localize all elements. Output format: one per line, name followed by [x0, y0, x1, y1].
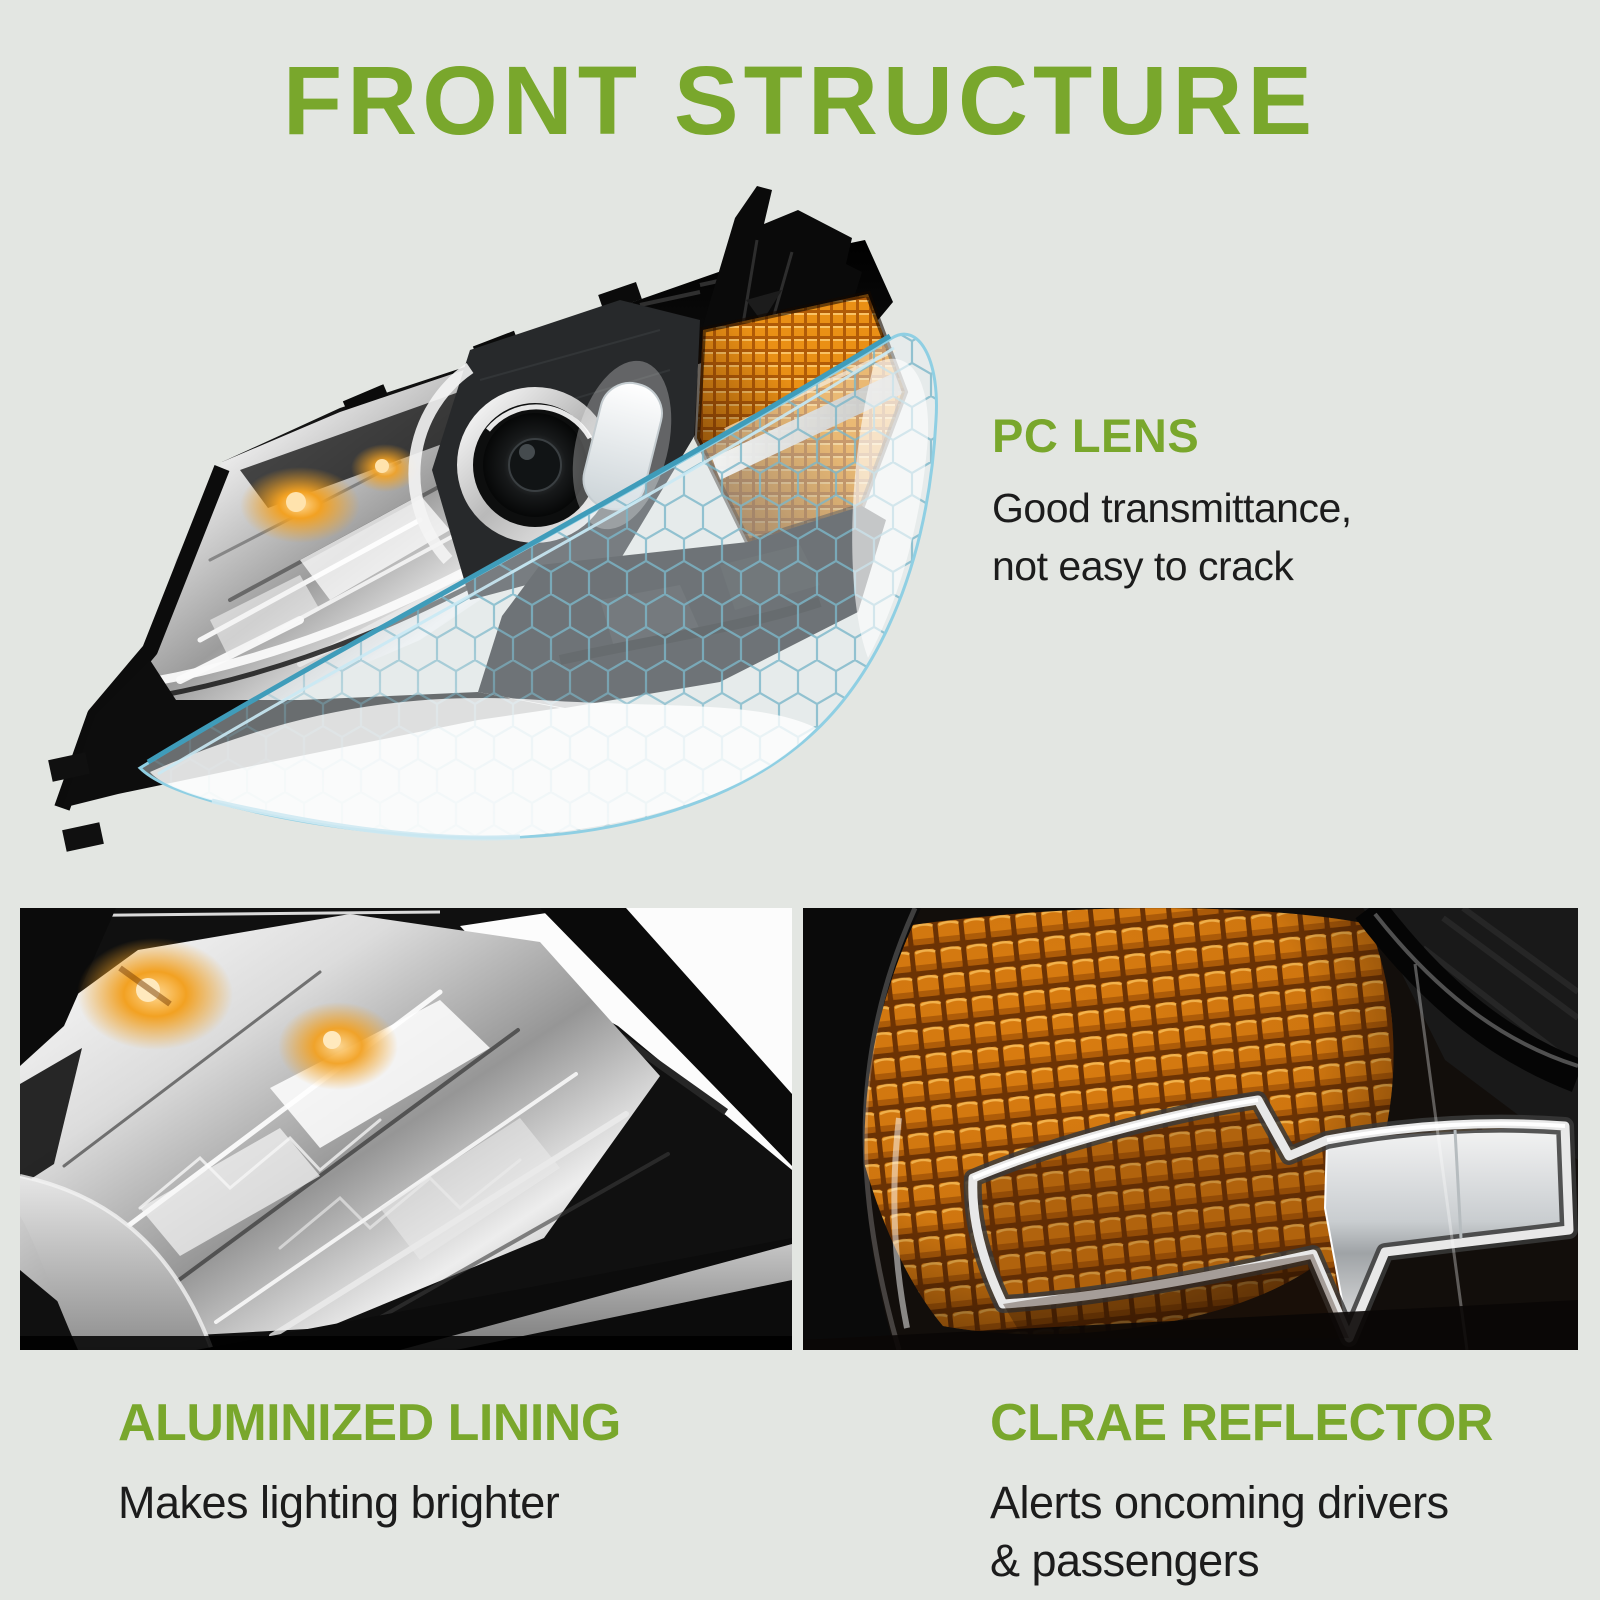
aluminized-lining-photo	[20, 908, 792, 1350]
reflector-line1: Alerts oncoming drivers	[990, 1476, 1449, 1528]
headlight-photo	[48, 186, 938, 852]
aluminized-lining-line1: Makes lighting brighter	[118, 1476, 560, 1528]
pc-lens-heading: PC LENS	[992, 409, 1200, 462]
reflector-caption: CLRAE REFLECTOR Alerts oncoming drivers …	[990, 1394, 1600, 1591]
reflector-heading: CLRAE REFLECTOR	[990, 1394, 1493, 1452]
turn-signal-bulb-glow	[240, 444, 419, 543]
aluminized-lining-heading: ALUMINIZED LINING	[118, 1394, 621, 1452]
housing-frame-left	[803, 908, 921, 1350]
amber-bulb-glow	[77, 938, 398, 1090]
reflector-line2: & passengers	[990, 1535, 1260, 1587]
pc-lens-description-line1: Good transmittance,	[992, 485, 1352, 531]
page-title: FRONT STRUCTURE	[282, 46, 1318, 155]
aluminized-band	[20, 1174, 214, 1350]
chevy-bowtie-emblem	[963, 1091, 1578, 1347]
lens-overlay	[137, 332, 938, 841]
pc-lens-description-line2: not easy to crack	[992, 543, 1294, 590]
housing-shadow-top-right	[1355, 908, 1578, 1160]
lens-scratch-line	[1413, 963, 1469, 1350]
aluminized-lining-caption: ALUMINIZED LINING Makes lighting brighte…	[118, 1394, 818, 1532]
reflector-photo	[803, 908, 1578, 1350]
pc-lens-callout: PC LENS Good transmittance, not easy to …	[992, 408, 1552, 595]
